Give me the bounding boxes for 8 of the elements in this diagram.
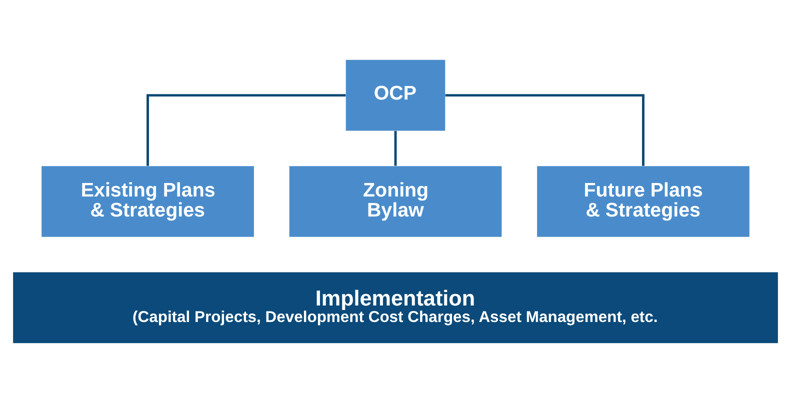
node-box: Existing Plans & Strategies xyxy=(42,166,254,237)
node-box: Future Plans & Strategies xyxy=(537,166,750,237)
node-box: Implementation (Capital Projects, Development Cost Charges, Asset Management, etc. xyxy=(13,272,778,344)
node-box: Zoning Bylaw xyxy=(289,166,502,237)
connector xyxy=(445,94,644,166)
connector xyxy=(146,94,346,166)
node-box: OCP xyxy=(346,60,446,131)
connector xyxy=(394,130,397,166)
